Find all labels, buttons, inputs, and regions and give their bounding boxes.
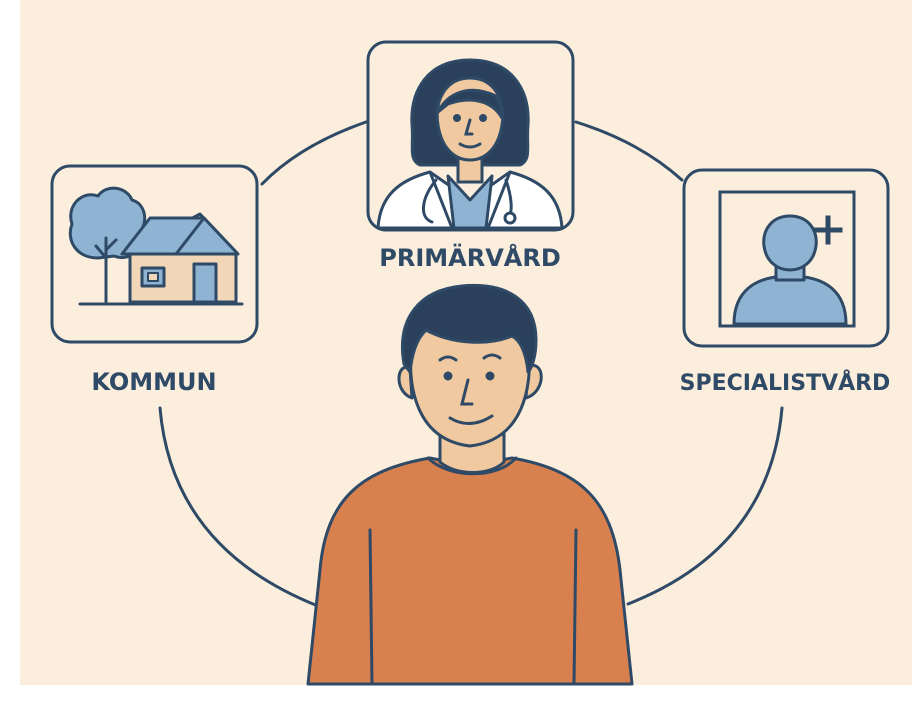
doctor-icon [376, 58, 564, 230]
municipality-label: KOMMUN [91, 368, 216, 396]
specialist-care-label: SPECIALISTVÅRD [680, 370, 891, 396]
patient-figure [306, 283, 634, 686]
house-icon [68, 186, 244, 306]
patient-face [438, 353, 502, 425]
municipality-card [50, 164, 259, 344]
care-ring [158, 120, 784, 608]
plus-icon [813, 215, 843, 245]
doctor-face [453, 114, 487, 149]
primary-care-label: PRIMÄRVÅRD [379, 243, 561, 272]
specialist-care-card [682, 168, 890, 348]
primary-care-card [366, 40, 575, 232]
specialist-person-icon [732, 214, 848, 326]
